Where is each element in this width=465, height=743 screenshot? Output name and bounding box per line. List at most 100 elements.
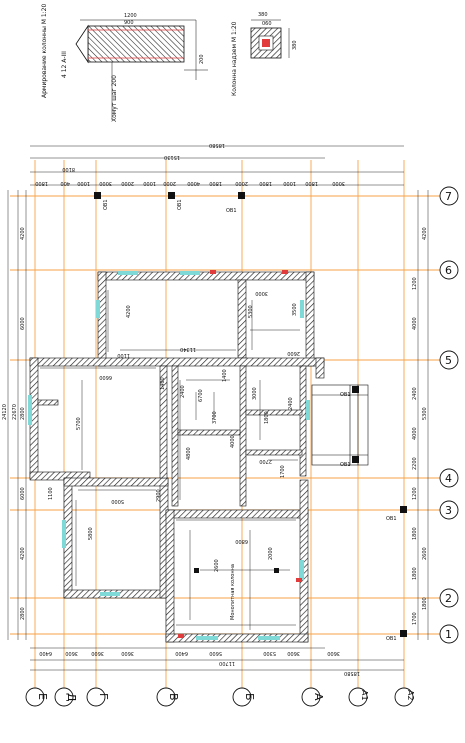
dim-bottom-second: 11700 xyxy=(219,660,235,666)
axis-label-2: 2 xyxy=(445,592,452,605)
right-chain-7: 1800 xyxy=(412,527,418,540)
top-chain-9: 4000 xyxy=(187,180,200,186)
column-mark-1: ОВ1 xyxy=(103,199,109,210)
axis-grid xyxy=(10,160,440,690)
top-chain-13: 1000 xyxy=(283,180,296,186)
room-dim-2: 3000 xyxy=(255,290,268,296)
top-dimension-chain: 8100 1800 400 1000 3000 2000 1000 2000 4… xyxy=(35,166,345,186)
bottom-chain-6: 5600 xyxy=(209,650,222,656)
column-mark-5: ОВ1 xyxy=(340,462,351,468)
axis-label-5: 5 xyxy=(445,354,452,367)
dimension-lines xyxy=(7,145,429,671)
room-dim-7: 1400 xyxy=(160,377,166,390)
top-chain-10: 1800 xyxy=(209,180,222,186)
right-chain-4: 4000 xyxy=(412,427,418,440)
left-chain-1: 4200 xyxy=(20,227,26,240)
room-dim-27: 5300 xyxy=(248,305,254,318)
right-chain-11: 1700 xyxy=(412,612,418,625)
axis-label-4: 4 xyxy=(445,472,452,485)
room-dim-11: 1400 xyxy=(222,369,228,382)
top-chain-14: 1800 xyxy=(305,180,318,186)
top-chain-1: 8100 xyxy=(62,166,75,172)
top-chain-7: 1000 xyxy=(143,180,156,186)
left-chain-3: 2800 xyxy=(20,407,26,420)
detail-right-dim-3: 060 xyxy=(262,21,272,27)
bottom-chain-2: 3600 xyxy=(65,650,78,656)
columns xyxy=(94,192,407,637)
balcony-structure xyxy=(311,384,369,466)
top-chain-12: 1800 xyxy=(259,180,272,186)
stair-note: Монолитная колонна xyxy=(230,564,236,620)
column-mark-2: ОВ1 xyxy=(177,199,183,210)
top-chain-8: 2000 xyxy=(163,180,176,186)
top-chain-4: 1000 xyxy=(77,180,90,186)
room-dim-15: 2900 xyxy=(156,489,162,502)
room-dim-9: 6700 xyxy=(198,389,204,402)
room-dim-16: 5800 xyxy=(88,527,94,540)
room-dim-6: 5700 xyxy=(76,417,82,430)
top-chain-15: 3000 xyxy=(332,180,345,186)
windows-insulation xyxy=(28,271,310,640)
top-chain-11: 2000 xyxy=(235,180,248,186)
axis-bubbles-numeric: 7 6 5 4 3 2 1 xyxy=(439,186,459,644)
room-dim-5: 6600 xyxy=(99,374,112,380)
detail-right-dim-1: 380 xyxy=(258,12,268,18)
axis-label-6: 6 xyxy=(445,264,452,277)
room-dim-21: 1800 xyxy=(264,411,270,424)
bottom-chain-3: 3600 xyxy=(91,650,104,656)
axis-label-1: 1 xyxy=(445,628,452,641)
axis-label-V: В xyxy=(167,693,180,701)
room-dim-4: 1100 xyxy=(117,352,130,358)
right-chain-8: 1800 xyxy=(412,567,418,580)
room-dim-13: 5000 xyxy=(111,498,124,504)
room-dim-18: 2600 xyxy=(214,559,220,572)
room-dim-22: 2400 xyxy=(288,397,294,410)
left-chain-4: 6000 xyxy=(20,487,26,500)
left-dimension-chain: 4200 6000 2800 6000 4200 2800 xyxy=(20,227,26,620)
overall-dimensions: 18580 15130 24120 22670 18580 11700 xyxy=(2,142,360,676)
room-dimensions: 4200 3000 11340 1100 6600 5700 1400 2400… xyxy=(48,290,300,572)
axis-label-E: Е xyxy=(36,693,49,700)
bottom-chain-1: 6400 xyxy=(39,650,52,656)
axis-label-7: 7 xyxy=(445,190,452,203)
detail-right-dim-2: 380 xyxy=(292,40,298,50)
column-mark-3: ОВ1 xyxy=(226,208,237,214)
room-dim-10: 3700 xyxy=(212,411,218,424)
room-dim-19: 2000 xyxy=(268,547,274,560)
bottom-chain-4: 3600 xyxy=(121,650,134,656)
axis-label-A1: А1 xyxy=(360,690,369,701)
bottom-dimension-chain: 6400 3600 3600 3600 6400 5600 5300 3600 … xyxy=(39,650,340,656)
bottom-chain-9: 3600 xyxy=(327,650,340,656)
right-chain-6: 5300 xyxy=(422,407,428,420)
column-mark-7: ОВ1 xyxy=(386,636,397,642)
axis-label-G: Г xyxy=(97,693,110,700)
axis-label-B: Б xyxy=(243,693,256,701)
column-section-detail: Колонна надзем М 1:20 380 380 060 xyxy=(231,12,298,96)
left-chain-2: 6000 xyxy=(20,317,26,330)
bottom-chain-7: 5300 xyxy=(263,650,276,656)
top-chain-5: 3000 xyxy=(99,180,112,186)
red-accents xyxy=(178,270,302,638)
room-dim-25: 4000 xyxy=(230,435,236,448)
column-marks: ОВ1 ОВ1 ОВ1 ОВ1 ОВ1 ОВ1 ОВ1 xyxy=(103,199,397,642)
detail-left-dim-3: 200 xyxy=(199,54,205,64)
room-dim-17: 6800 xyxy=(235,538,248,544)
axis-label-D: Д xyxy=(65,693,78,702)
left-chain-6: 2800 xyxy=(20,607,26,620)
right-chain-3: 2400 xyxy=(412,387,418,400)
room-dim-12: 4800 xyxy=(186,447,192,460)
left-chain-5: 4200 xyxy=(20,547,26,560)
room-dim-1: 4200 xyxy=(126,305,132,318)
detail-left-dim-2: 900 xyxy=(124,20,134,26)
detail-left-clamp: Хомут шаг 200 xyxy=(111,75,118,122)
axis-label-A: А xyxy=(312,693,325,701)
room-dim-14: 1100 xyxy=(48,487,54,500)
room-dim-3: 11340 xyxy=(180,346,196,352)
top-chain-6: 2000 xyxy=(121,180,134,186)
column-reinforcement-detail: Армирование колонны М 1:20 4 12 А-III Хо… xyxy=(41,4,208,122)
top-chain-2: 1800 xyxy=(35,180,48,186)
right-chain-10: 1800 xyxy=(422,597,428,610)
detail-left-dim-1: 1200 xyxy=(124,13,137,19)
room-dim-20: 3000 xyxy=(252,387,258,400)
